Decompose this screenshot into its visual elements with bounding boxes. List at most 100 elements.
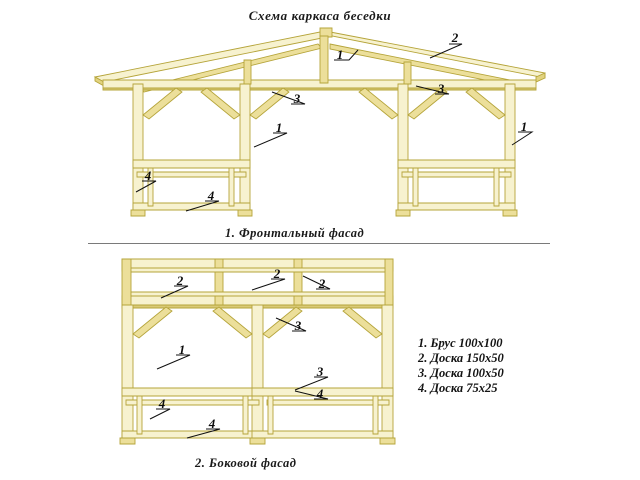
frame-member-rail-side-right-vert-b — [372, 395, 379, 435]
callout-leader-1 — [334, 49, 359, 61]
frame-member-top-beam-upper — [121, 258, 394, 269]
frame-member-rail-left-mid — [136, 171, 247, 178]
frame-member-brace-side-a — [132, 306, 173, 339]
frame-member-post-side-left — [121, 304, 134, 445]
frame-member-rail-right-mid — [401, 171, 512, 178]
callout-leader-2 — [251, 278, 286, 291]
front-facade-leaders — [135, 43, 534, 212]
front-callout-1-0: 1 — [336, 47, 344, 62]
frame-member-queen-post-right — [403, 61, 412, 85]
frame-member-footing-side-left — [119, 437, 136, 445]
frame-member-rail-right-vert-b — [493, 167, 500, 207]
side-callout-4-6: 4 — [316, 386, 324, 401]
frame-member-footing-side-center — [249, 437, 266, 445]
section-divider — [88, 243, 550, 244]
frame-member-footing-left-outer — [130, 209, 146, 217]
callout-leader-2 — [429, 43, 463, 59]
front-callout-2-1: 2 — [451, 30, 459, 45]
front-callout-1-5: 1 — [520, 119, 528, 134]
frame-member-rail-right-top — [397, 159, 516, 169]
frame-member-rail-side-right-top — [251, 387, 394, 397]
callout-leader-4 — [294, 390, 329, 400]
frame-member-rail-side-right-vert-a — [267, 395, 274, 435]
frame-member-post-left-outer — [132, 83, 144, 217]
frame-member-rail-side-left-vert-a — [136, 395, 143, 435]
frame-member-post-left-inner — [239, 83, 251, 217]
frame-member-brace-right-inner — [407, 87, 448, 120]
frame-member-rail-side-left-mid — [125, 399, 260, 406]
frame-member-brace-right-outer — [465, 87, 506, 120]
callout-leader-3 — [271, 91, 306, 105]
front-callout-1-4: 1 — [275, 120, 283, 135]
side-callout-3-5: 3 — [316, 364, 324, 379]
callout-leader-3 — [275, 317, 307, 332]
frame-member-upper-panel-post-right — [384, 258, 394, 306]
callout-leader-4 — [185, 200, 220, 212]
figure-caption-front: 1. Фронтальный фасад — [225, 226, 365, 240]
side-callout-4-8: 4 — [208, 416, 216, 431]
legend-item-1: 1. Брус 100x100 — [418, 336, 503, 350]
frame-member-post-right-outer — [504, 83, 516, 217]
frame-member-brace-side-b — [212, 306, 253, 339]
frame-member-upper-panel-inner-rail — [130, 267, 386, 273]
callout-leader-2 — [160, 285, 189, 299]
frame-member-upper-panel-inner-rail2 — [130, 291, 386, 297]
frame-member-brace-left-outer — [142, 87, 183, 120]
frame-member-brace-side-c — [262, 306, 303, 339]
frame-member-post-right-inner — [397, 83, 409, 217]
front-callout-3-2: 3 — [293, 91, 301, 106]
frame-member-ridge-cap — [319, 27, 333, 38]
side-callout-3-3: 3 — [294, 318, 302, 333]
side-callout-2-0: 2 — [176, 273, 184, 288]
side-facade-leaders — [149, 275, 331, 439]
frame-member-upper-panel-post-left — [121, 258, 132, 306]
frame-member-rail-side-right-mid — [266, 399, 390, 406]
frame-member-rail-left-vert-a — [147, 167, 154, 207]
frame-member-brace-side-d — [342, 306, 383, 339]
callout-leader-2 — [302, 275, 331, 290]
frame-member-rail-left-top — [132, 159, 251, 169]
front-callout-4-6: 4 — [144, 168, 152, 183]
frame-member-top-plate-beam — [102, 79, 537, 89]
frame-member-brace-center-right — [358, 87, 399, 120]
front-callout-3-3: 3 — [437, 81, 445, 96]
frame-member-queen-post-left — [243, 59, 252, 85]
side-callout-1-4: 1 — [178, 342, 186, 357]
legend-item-4: 4. Доска 75x25 — [418, 381, 498, 395]
frame-member-rail-side-left-top — [121, 387, 264, 397]
side-facade-members — [119, 258, 396, 445]
frame-member-footing-right-outer — [502, 209, 518, 217]
callout-leader-4 — [149, 408, 171, 420]
callout-leader-1 — [253, 132, 288, 148]
callout-leader-4 — [135, 180, 157, 193]
frame-member-footing-right-inner — [395, 209, 411, 217]
frame-member-rail-left-vert-b — [228, 167, 235, 207]
frame-member-upper-panel-post-a — [214, 258, 224, 306]
side-callout-4-7: 4 — [158, 396, 166, 411]
frame-member-post-side-right — [381, 304, 394, 445]
callout-leader-4 — [186, 428, 221, 439]
frame-member-upper-panel-post-b — [293, 258, 303, 306]
frame-member-brace-left-inner — [200, 87, 241, 120]
legend-item-2: 2. Доска 150x50 — [418, 351, 504, 365]
legend-item-3: 3. Доска 100x50 — [418, 366, 504, 380]
callout-leader-1 — [511, 131, 534, 146]
callout-leader-3 — [415, 85, 450, 95]
callout-leader-1 — [156, 354, 191, 370]
frame-member-footing-side-right — [379, 437, 396, 445]
frame-member-post-side-center — [251, 304, 264, 445]
frame-member-rail-side-left-vert-b — [242, 395, 249, 435]
callout-leader-3 — [294, 376, 329, 391]
side-callout-2-1: 2 — [273, 266, 281, 281]
figure-caption-side: 2. Боковой фасад — [195, 456, 297, 470]
front-callout-4-7: 4 — [207, 188, 215, 203]
frame-member-king-post — [319, 35, 329, 84]
frame-member-footing-left-inner — [237, 209, 253, 217]
frame-member-rail-right-vert-a — [412, 167, 419, 207]
side-callout-2-2: 2 — [318, 276, 326, 291]
page-title: Схема каркаса беседки — [248, 8, 392, 23]
frame-member-brace-center-left — [249, 87, 290, 120]
